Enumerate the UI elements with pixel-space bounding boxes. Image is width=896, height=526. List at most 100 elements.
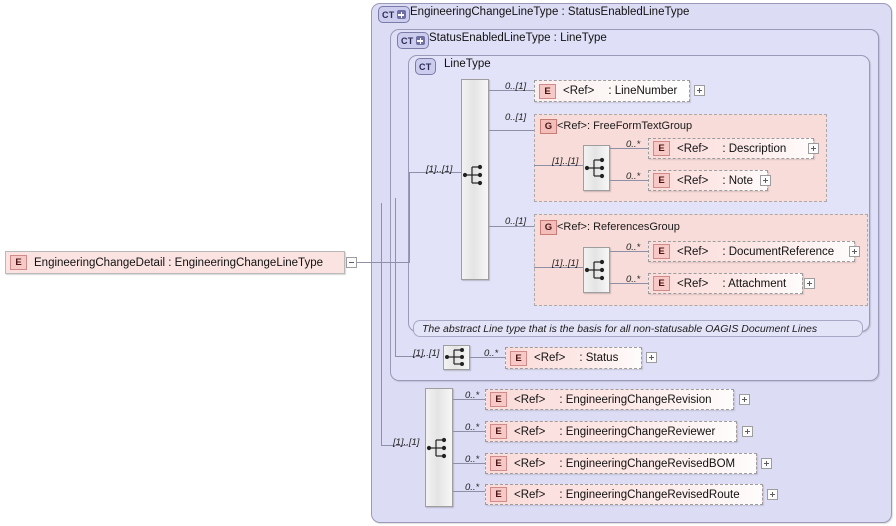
connector bbox=[381, 203, 382, 446]
element-documentreference[interactable]: E <Ref> : DocumentReference bbox=[648, 241, 855, 262]
complextype-title-statusenabledlinetype: StatusEnabledLineType : LineType bbox=[429, 32, 607, 44]
element-name-label: : Status bbox=[579, 352, 619, 364]
connector bbox=[395, 198, 396, 357]
complextype-tag-statusenabledlinetype[interactable]: CT bbox=[397, 32, 429, 49]
group-name-label: : FreeFormTextGroup bbox=[586, 120, 693, 132]
expand-plus-icon[interactable] bbox=[694, 85, 705, 96]
element-badge-icon: E bbox=[539, 83, 556, 99]
ct-tag-text: CT bbox=[401, 35, 414, 46]
element-ref-label: <Ref> bbox=[514, 488, 546, 501]
element-name-label: : LineNumber bbox=[608, 85, 678, 97]
element-badge-icon: E bbox=[653, 244, 670, 259]
element-name-label: : Description bbox=[722, 142, 787, 155]
element-name-label: : EngineeringChangeRevisedBOM bbox=[559, 457, 736, 470]
element-note[interactable]: E <Ref> : Note bbox=[648, 170, 768, 191]
expand-plus-icon[interactable] bbox=[767, 489, 778, 500]
expand-plus-icon[interactable] bbox=[739, 394, 750, 405]
element-engineeringchangerevisedroute[interactable]: E <Ref> : EngineeringChangeRevisedRoute bbox=[485, 484, 763, 505]
complextype-tag-linetype[interactable]: CT bbox=[415, 58, 436, 75]
occurrence-engineeringchangerevision: 0..* bbox=[465, 390, 480, 401]
expand-plus-icon[interactable] bbox=[760, 175, 771, 186]
element-name-label: : Attachment bbox=[722, 277, 787, 290]
element-badge-icon: E bbox=[653, 141, 670, 156]
connector bbox=[610, 283, 648, 284]
element-name-label: : DocumentReference bbox=[722, 245, 835, 258]
expand-plus-icon[interactable] bbox=[761, 458, 772, 469]
connector bbox=[610, 251, 648, 252]
element-status[interactable]: E <Ref> : Status bbox=[505, 347, 642, 369]
occurrence-references-sequence: [1]..[1] bbox=[552, 258, 579, 269]
element-description[interactable]: E <Ref> : Description bbox=[648, 138, 814, 159]
element-badge-icon: E bbox=[490, 424, 507, 439]
element-ref-label: <Ref> bbox=[514, 425, 546, 438]
element-badge-icon: E bbox=[510, 350, 527, 366]
occurrence-linetype-sequence: [1]..[1] bbox=[426, 164, 453, 175]
element-ref-label: <Ref> bbox=[534, 352, 566, 364]
expand-plus-icon[interactable] bbox=[849, 246, 860, 257]
connector bbox=[489, 90, 534, 91]
occurrence-status: 0..* bbox=[484, 348, 499, 359]
connector bbox=[470, 357, 505, 358]
element-ref-label: <Ref> bbox=[563, 85, 595, 97]
element-ref-label: <Ref> bbox=[514, 393, 546, 406]
group-referencesgroup-header[interactable]: G <Ref> : ReferencesGroup bbox=[538, 216, 798, 238]
expand-plus-icon[interactable] bbox=[808, 143, 819, 154]
group-freeformtextgroup-header[interactable]: G <Ref> : FreeFormTextGroup bbox=[538, 115, 798, 137]
occurrence-note: 0..* bbox=[626, 171, 641, 182]
element-badge-icon: E bbox=[490, 392, 507, 407]
element-name-label: : EngineeringChangeRevisedRoute bbox=[559, 488, 740, 501]
element-engineeringchangereviewer[interactable]: E <Ref> : EngineeringChangeReviewer bbox=[485, 421, 737, 442]
element-ref-label: <Ref> bbox=[677, 245, 709, 258]
group-badge-icon: G bbox=[540, 219, 557, 235]
root-element-label: EngineeringChangeDetail : EngineeringCha… bbox=[34, 256, 323, 269]
connector bbox=[610, 148, 648, 149]
connector bbox=[489, 226, 534, 227]
element-engineeringchangerevision[interactable]: E <Ref> : EngineeringChangeRevision bbox=[485, 389, 734, 410]
connector bbox=[534, 165, 583, 166]
occurrence-linenumber: 0..[1] bbox=[505, 81, 527, 92]
sequence-icon bbox=[584, 259, 605, 281]
connector bbox=[453, 399, 485, 400]
element-badge-icon: E bbox=[490, 487, 507, 502]
group-ref-label: <Ref> bbox=[557, 120, 587, 132]
collapse-minus-icon[interactable] bbox=[346, 257, 357, 268]
root-element-engineeringchangedetail[interactable]: E EngineeringChangeDetail : EngineeringC… bbox=[5, 251, 345, 274]
complextype-title-linetype: LineType bbox=[444, 58, 491, 70]
element-engineeringchangerevisedbom[interactable]: E <Ref> : EngineeringChangeRevisedBOM bbox=[485, 453, 757, 474]
annotation-linetype: The abstract Line type that is the basis… bbox=[413, 320, 863, 337]
connector bbox=[534, 267, 583, 268]
element-linenumber[interactable]: E <Ref> : LineNumber bbox=[534, 80, 690, 102]
sequence-icon bbox=[426, 437, 447, 459]
connector bbox=[357, 262, 409, 263]
connector bbox=[610, 180, 648, 181]
occurrence-documentreference: 0..* bbox=[626, 242, 641, 253]
connector bbox=[453, 463, 485, 464]
sequence-compositor-linetype[interactable] bbox=[461, 79, 489, 280]
connector bbox=[395, 356, 425, 357]
connector bbox=[453, 431, 485, 432]
occurrence-engineeringchangerevisedroute: 0..* bbox=[465, 482, 480, 493]
connector bbox=[381, 445, 408, 446]
expand-plus-icon[interactable] bbox=[742, 426, 753, 437]
element-ref-label: <Ref> bbox=[677, 277, 709, 290]
sequence-icon bbox=[462, 164, 483, 186]
ct-tag-text: CT bbox=[419, 61, 432, 72]
element-ref-label: <Ref> bbox=[677, 142, 709, 155]
element-badge-icon: E bbox=[10, 255, 27, 270]
occurrence-engineeringchange-sequence: [1]..[1] bbox=[393, 437, 420, 448]
connector bbox=[409, 172, 410, 263]
sequence-icon bbox=[584, 157, 605, 179]
occurrence-engineeringchangereviewer: 0..* bbox=[465, 422, 480, 433]
occurrence-status-sequence: [1]..[1] bbox=[413, 348, 440, 359]
expand-plus-icon bbox=[396, 10, 406, 19]
expand-plus-icon[interactable] bbox=[804, 278, 815, 289]
element-attachment[interactable]: E <Ref> : Attachment bbox=[648, 273, 803, 294]
expand-plus-icon[interactable] bbox=[646, 352, 657, 363]
connector bbox=[489, 130, 534, 131]
element-badge-icon: E bbox=[653, 173, 670, 188]
element-name-label: : Note bbox=[722, 174, 754, 187]
occurrence-description: 0..* bbox=[626, 139, 641, 150]
complextype-tag-engineeringchangelinetype[interactable]: CT bbox=[378, 6, 410, 23]
occurrence-attachment: 0..* bbox=[626, 274, 641, 285]
